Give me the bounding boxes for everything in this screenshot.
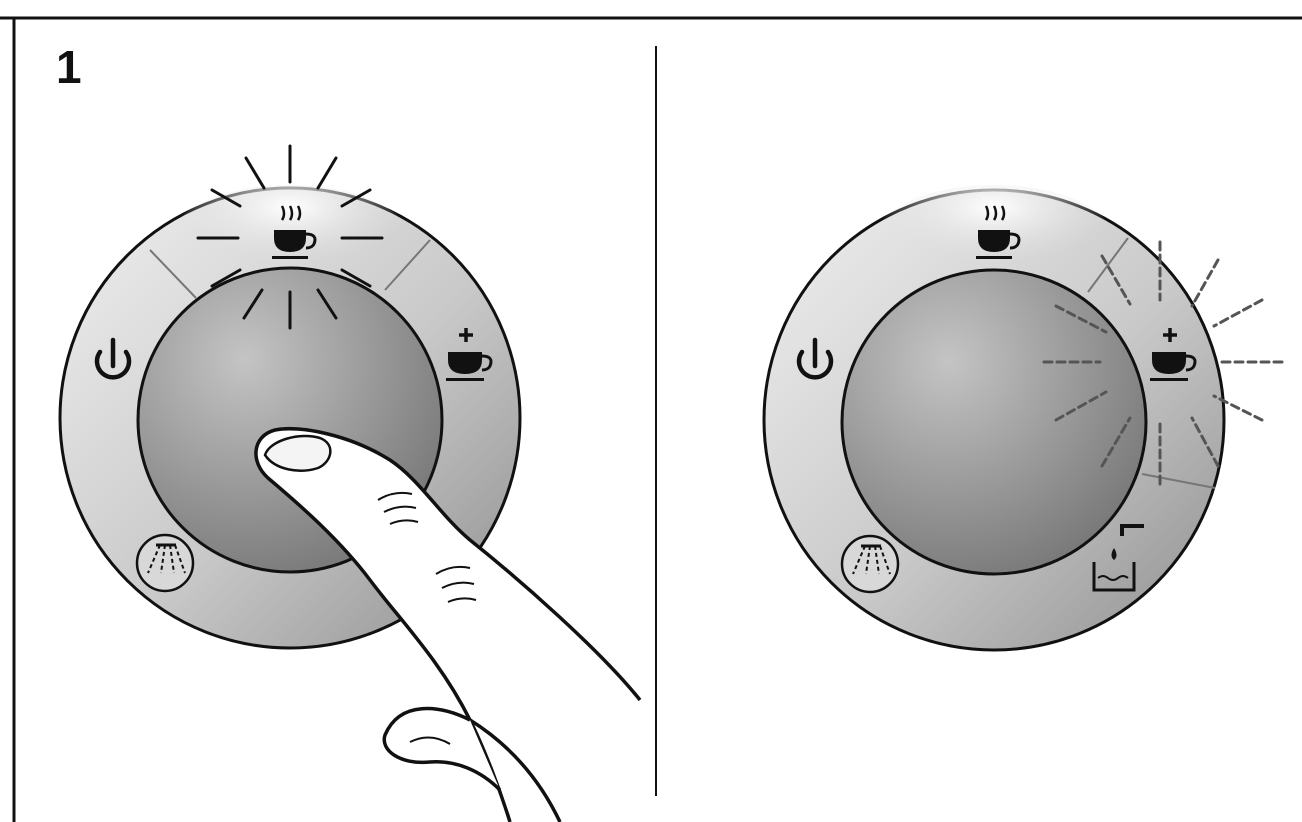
steam-nozzle-icon-right <box>842 536 898 592</box>
control-dial-right <box>764 185 1224 650</box>
left-panel <box>60 146 640 822</box>
center-button-right[interactable] <box>842 270 1146 574</box>
steam-nozzle-icon <box>137 535 193 591</box>
right-panel <box>764 185 1282 650</box>
